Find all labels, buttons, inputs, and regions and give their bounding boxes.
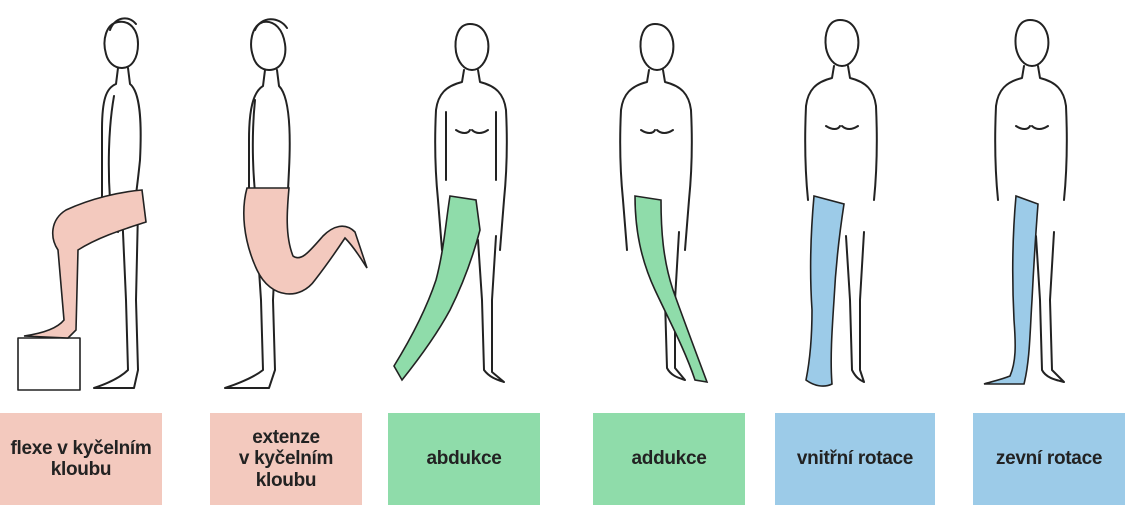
label-extension: extenze v kyčelním kloubu: [210, 413, 362, 505]
figure-adduction: [565, 0, 745, 400]
figure-flexion: [10, 0, 190, 400]
figure-extension: [205, 0, 385, 400]
label-abduction: abdukce: [388, 413, 540, 505]
figure-external-rotation: [940, 0, 1120, 400]
label-adduction: addukce: [593, 413, 745, 505]
label-flexion: flexe v kyčelním kloubu: [0, 413, 162, 505]
label-internal-rotation: vnitřní rotace: [775, 413, 935, 505]
figure-internal-rotation: [750, 0, 930, 400]
extension-leg-highlight: [244, 188, 367, 294]
flexion-leg-highlight: [24, 190, 146, 338]
label-external-rotation: zevní rotace: [973, 413, 1125, 505]
adduction-leg-highlight: [635, 196, 707, 382]
external-rotation-leg-highlight: [984, 196, 1038, 384]
figure-abduction: [380, 0, 560, 400]
internal-rotation-leg-highlight: [806, 196, 844, 386]
abduction-leg-highlight: [394, 196, 480, 380]
